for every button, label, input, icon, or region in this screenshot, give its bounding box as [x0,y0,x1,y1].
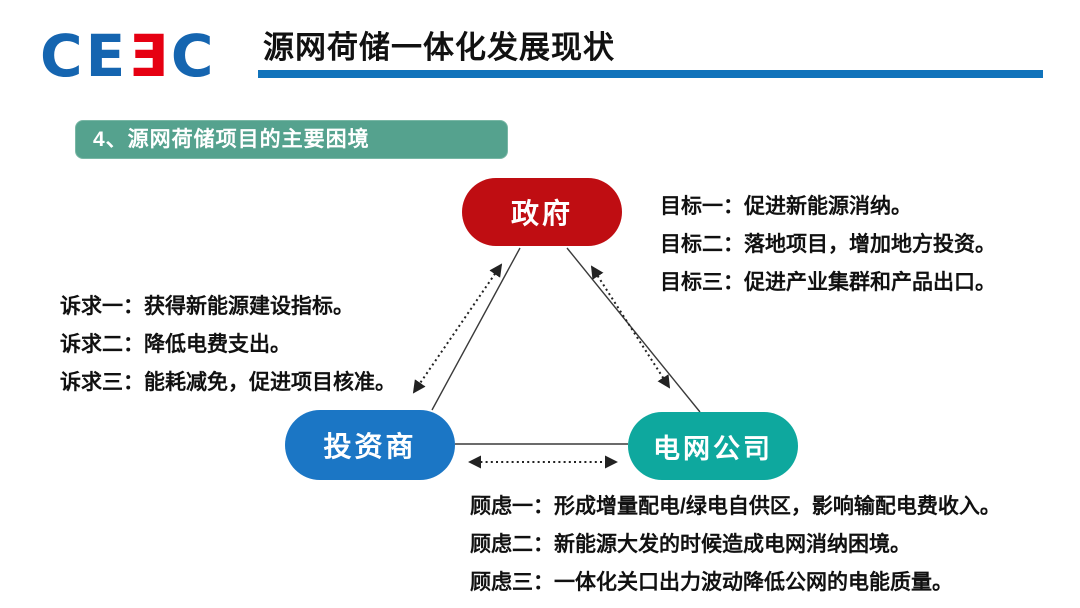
title-underline [258,70,1043,78]
demands-note: 诉求一：获得新能源建设指标。 诉求二：降低电费支出。 诉求三：能耗减免，促进项目… [60,288,396,402]
logo-letter: Ǝ [128,22,171,90]
edge-gov-investor-dotted [412,263,503,394]
note-line: 顾虑三：一体化关口出力波动降低公网的电能质量。 [470,571,953,594]
goals-note: 目标一：促进新能源消纳。 目标二：落地项目，增加地方投资。 目标三：促进产业集群… [660,188,996,302]
note-line: 诉求一：获得新能源建设指标。 [60,295,354,318]
logo-letter: C [40,22,86,90]
note-line: 顾虑一：形成增量配电/绿电自供区，影响输配电费收入。 [470,495,1001,518]
note-line: 目标二：落地项目，增加地方投资。 [660,233,996,256]
note-line: 诉求三：能耗减免，促进项目核准。 [60,371,396,394]
section-banner: 4、源网荷储项目的主要困境 [75,120,508,159]
node-government: 政府 [462,178,622,246]
edge-gov-grid-dotted [590,265,671,389]
note-line: 目标三：促进产业集群和产品出口。 [660,271,996,294]
note-line: 诉求二：降低电费支出。 [60,333,291,356]
page-title: 源网荷储一体化发展现状 [263,30,615,65]
node-grid-company: 电网公司 [628,412,798,480]
logo-letter: E [85,22,129,90]
node-investor: 投资商 [285,410,455,480]
concerns-note: 顾虑一：形成增量配电/绿电自供区，影响输配电费收入。 顾虑二：新能源大发的时候造… [470,488,1001,602]
note-line: 目标一：促进新能源消纳。 [660,195,912,218]
logo-letter: C [170,22,217,90]
note-line: 顾虑二：新能源大发的时候造成电网消纳困境。 [470,533,911,556]
edge-gov-investor-solid [431,247,521,411]
ceec-logo: CEƎC [40,24,216,88]
